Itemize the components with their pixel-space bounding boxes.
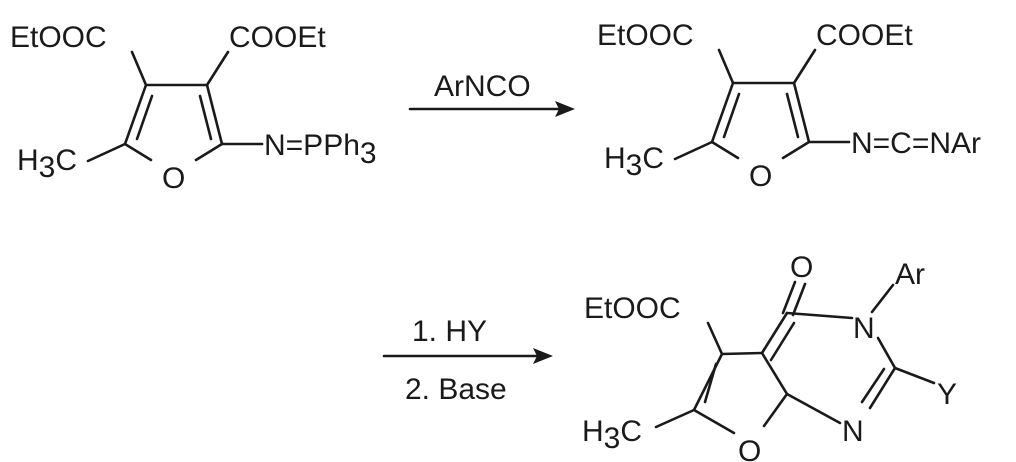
reaction-arrow-2: 1. HY 2. Base	[382, 315, 553, 406]
product-n1: N	[842, 415, 864, 448]
bond	[762, 392, 789, 428]
bond	[710, 81, 735, 144]
carbonyl-bond	[791, 282, 807, 317]
reactant-structure: EtOOC COOEt H3C O N=PPh3	[10, 21, 377, 195]
double-bond	[135, 94, 154, 141]
bond	[123, 142, 153, 162]
bond	[760, 311, 789, 355]
intermediate-carbodiimide: N=C=NAr	[851, 127, 981, 160]
bond	[893, 366, 936, 385]
step2-reagent-1: 1. HY	[412, 315, 487, 348]
product-methyl: H3C	[582, 415, 642, 455]
reactant-ring-oxygen: O	[162, 162, 185, 195]
bond	[710, 140, 740, 160]
bond	[706, 321, 724, 356]
carbonyl-bond	[781, 280, 797, 315]
reactant-iminophosphorane: N=PPh3	[264, 129, 377, 170]
reactant-methyl: H3C	[17, 144, 77, 184]
intermediate-methyl: H3C	[604, 142, 664, 182]
product-aryl: Ar	[895, 258, 925, 291]
intermediate-ester-right: COOEt	[816, 19, 913, 52]
reaction-arrow-1: ArNCO	[408, 70, 575, 117]
intermediate-ring-oxygen: O	[749, 160, 772, 193]
bond	[876, 336, 897, 370]
bond	[717, 48, 735, 85]
bond	[86, 142, 127, 163]
double-bond	[860, 367, 886, 404]
bond	[692, 408, 736, 435]
product-ester: EtOOC	[584, 292, 681, 325]
intermediate-structure: EtOOC COOEt H3C O N=C=NAr	[597, 19, 981, 193]
bond	[868, 366, 897, 410]
bond	[792, 48, 817, 85]
arrow-head	[555, 101, 575, 117]
product-carbonyl-oxygen: O	[790, 251, 813, 284]
double-bond	[769, 321, 796, 362]
bond	[205, 50, 230, 87]
intermediate-ester-left: EtOOC	[597, 19, 694, 52]
bond	[194, 142, 224, 162]
arrow-head	[533, 348, 553, 364]
bond	[692, 352, 724, 412]
bond	[870, 283, 895, 314]
product-y-group: Y	[937, 378, 957, 411]
bond	[792, 81, 811, 144]
double-bond	[785, 92, 800, 139]
bond	[123, 83, 148, 146]
double-bond	[722, 92, 741, 139]
bond	[673, 140, 714, 161]
bond	[654, 408, 696, 429]
product-ring-oxygen: O	[738, 435, 761, 462]
bond	[785, 311, 854, 320]
bond	[130, 50, 148, 87]
bond	[720, 351, 764, 356]
product-n3: N	[853, 312, 875, 345]
step1-reagent: ArNCO	[434, 70, 531, 103]
double-bond	[703, 362, 718, 404]
bond	[760, 351, 789, 396]
reactant-ester-right: COOEt	[229, 21, 326, 54]
reactant-ester-left: EtOOC	[10, 21, 107, 54]
double-bond	[198, 94, 213, 141]
step2-reagent-2: 2. Base	[405, 373, 507, 406]
bond	[205, 83, 224, 146]
bond	[781, 140, 811, 160]
bond	[785, 392, 842, 425]
product-structure: EtOOC O N Ar Y N H3C O	[582, 251, 957, 462]
